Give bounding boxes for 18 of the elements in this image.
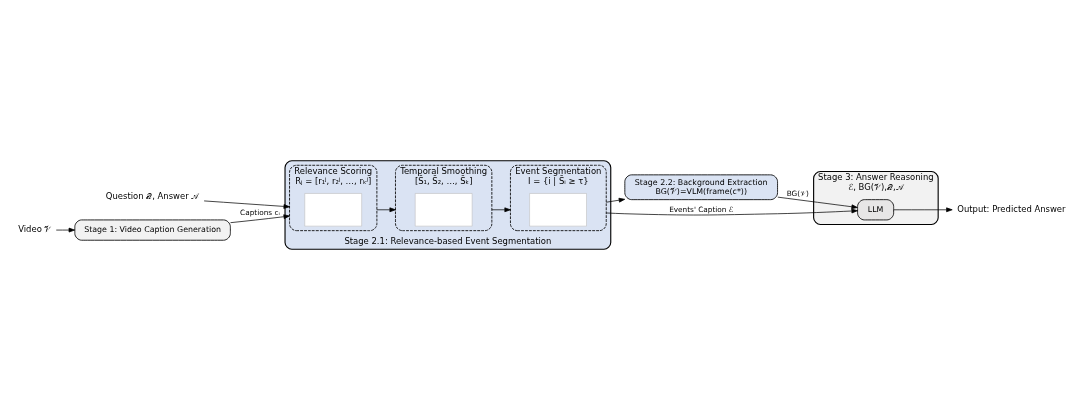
node-box: [414, 192, 473, 226]
arrow: [491, 206, 511, 212]
arrow: [230, 213, 290, 223]
arrow: [55, 227, 76, 232]
arrow: [893, 206, 953, 212]
arrow: [777, 196, 858, 209]
cluster: Event Segmentation I = {i | S̄ᵢ ≥ τ}: [510, 164, 607, 231]
cluster: Relevance Scoring Rⱼ = [r₁ʲ, r₂ʲ, …, rₖʲ]: [289, 164, 378, 231]
node-text: Output: Predicted Answer: [957, 203, 1066, 214]
arrow: [203, 200, 290, 209]
node-box: [304, 192, 362, 226]
node-text: Video 𝒱: [18, 223, 52, 234]
node-box: [529, 192, 587, 226]
node-text: Question 𝒬, Answer 𝒜: [105, 190, 200, 201]
cluster: Temporal Smoothing [S̄₁, S̄₂, …, S̄ₖ]: [395, 164, 493, 231]
arrow: [605, 208, 858, 215]
arrow: [376, 206, 396, 212]
arrow: [605, 197, 626, 203]
